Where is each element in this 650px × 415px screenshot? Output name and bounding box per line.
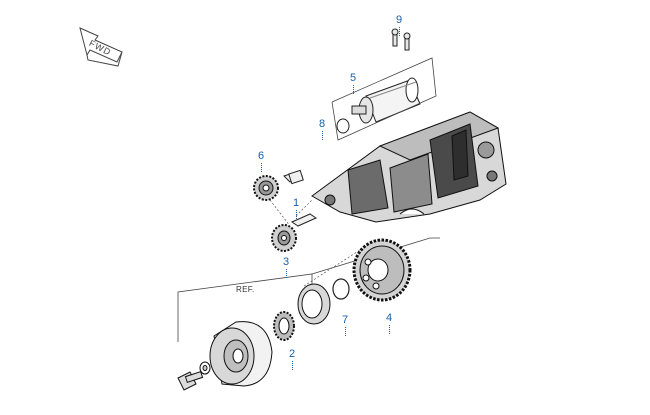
starter-clutch <box>297 283 331 325</box>
callout-3[interactable]: 3 <box>283 256 290 278</box>
shaft-1 <box>283 169 318 227</box>
gear-3 <box>271 224 297 252</box>
callout-2[interactable]: 2 <box>289 348 296 370</box>
starter-motor-group-outline <box>331 57 437 141</box>
callout-8[interactable]: 8 <box>319 118 326 140</box>
flywheel-washer <box>199 361 211 375</box>
callout-7[interactable]: 7 <box>342 314 349 336</box>
o-ring-8 <box>336 118 350 134</box>
callout-4[interactable]: 4 <box>386 312 393 334</box>
crankcase-housing <box>311 111 507 223</box>
forward-arrow-icon <box>79 27 123 67</box>
assembly-bracket <box>177 237 440 342</box>
gear-6 <box>253 175 279 201</box>
ref-label: REF. <box>236 285 255 294</box>
bolts-9 <box>391 28 411 51</box>
bearing-2 <box>273 311 295 341</box>
flywheel-bolt <box>177 371 204 391</box>
callout-6[interactable]: 6 <box>258 150 265 172</box>
callout-9[interactable]: 9 <box>396 14 403 36</box>
callout-1[interactable]: 1 <box>293 197 300 219</box>
washer-7 <box>332 278 350 300</box>
flywheel-rotor <box>209 321 273 387</box>
starter-motor <box>351 77 421 124</box>
callout-5[interactable]: 5 <box>350 72 357 94</box>
starter-gear-4 <box>352 238 412 302</box>
